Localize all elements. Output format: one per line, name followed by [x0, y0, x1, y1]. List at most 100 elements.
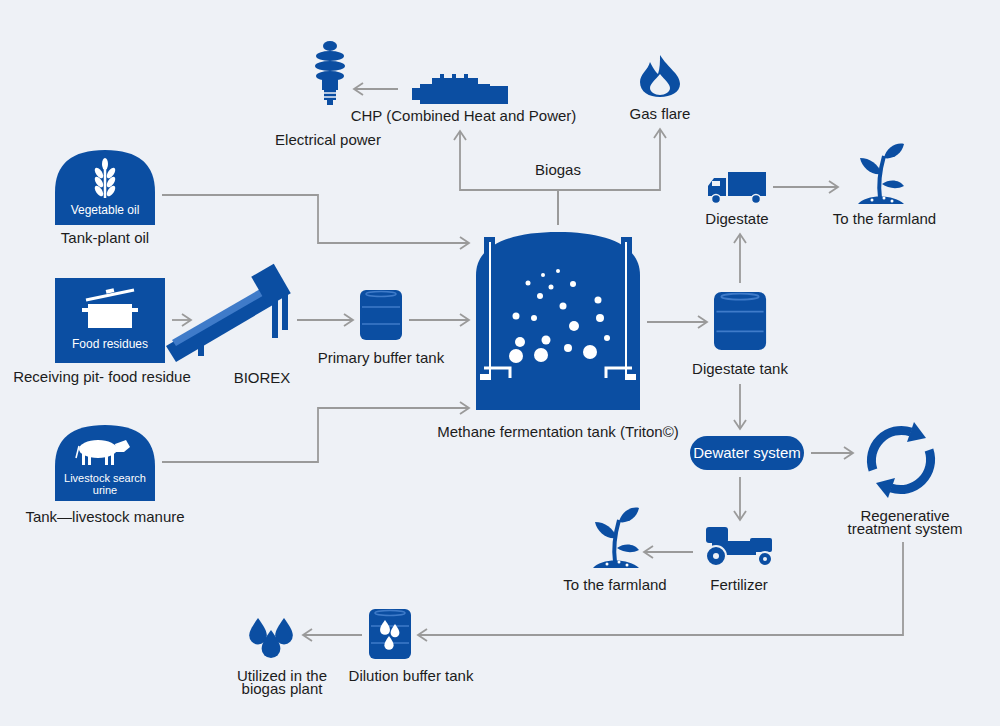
arrowhead	[829, 181, 838, 193]
flow-line	[811, 452, 853, 454]
icon-part	[490, 86, 508, 104]
flow-arrow	[734, 384, 746, 429]
caption: To the farmland	[563, 576, 666, 593]
icon-part	[102, 158, 108, 170]
icon-part	[509, 269, 610, 363]
process-icon-box: To the farmland	[845, 148, 910, 204]
flow-line	[162, 408, 469, 462]
icon-part	[490, 242, 626, 380]
flow-arrow	[734, 234, 746, 283]
process-icon-box: Digestate tank	[714, 290, 766, 350]
icon-part	[713, 553, 719, 559]
icon-part	[569, 321, 579, 331]
icon-part	[420, 84, 490, 104]
icon-part	[513, 313, 520, 320]
process-icon-box: Livestock search urineTank—livestock man…	[55, 425, 155, 501]
icon-part	[752, 195, 761, 204]
caption: Fertilizer	[710, 576, 768, 593]
icon-part	[384, 636, 393, 650]
icon-part	[324, 90, 336, 100]
flow-arrow	[647, 316, 707, 328]
plant-icon	[858, 144, 904, 204]
arrowhead	[644, 546, 653, 558]
arrowhead	[654, 129, 666, 138]
icon-part	[316, 51, 344, 61]
vegetable-oil-tank-icon	[55, 150, 155, 225]
flow-line	[303, 634, 362, 636]
icon-part	[583, 345, 597, 359]
icon-part	[324, 92, 336, 94]
icon-part	[198, 340, 204, 356]
process-icon-box: Regenerative treatment system	[860, 420, 942, 500]
icon-part	[323, 41, 337, 51]
caption: Methane fermentation tank (Triton©)	[437, 423, 678, 440]
caption: CHP (Combined Heat and Power)	[351, 107, 577, 124]
icon-part	[249, 618, 267, 644]
icon-part	[440, 74, 444, 80]
caption: Tank-plant oil	[61, 229, 149, 246]
icon-part	[534, 348, 548, 362]
icon-part	[272, 300, 278, 338]
caption: Utilized in the biogas plant	[226, 669, 338, 695]
icon-part	[369, 609, 411, 659]
icon-part	[750, 538, 772, 552]
caption: Regenerative treatment system	[835, 509, 975, 535]
process-icon-box: Fertilizer	[700, 527, 778, 567]
icon-part	[105, 184, 117, 197]
icon-part	[55, 425, 155, 501]
icon-part	[712, 195, 721, 204]
icon-part	[111, 452, 114, 465]
caption: Tank—livestock manure	[25, 508, 184, 525]
icon-part	[391, 624, 400, 637]
icon-label: Livestock search urine	[63, 472, 147, 496]
flow-arrow	[811, 447, 853, 459]
process-icon-box: Dilution buffer tank	[369, 609, 411, 660]
plant-icon	[593, 508, 639, 568]
flow-arrow	[162, 195, 469, 249]
flow-line	[460, 131, 558, 225]
icon-part	[595, 297, 602, 304]
icon-part	[570, 281, 576, 287]
process-icon-box: Food residuesReceiving pit- food residue	[55, 278, 165, 363]
flow-line	[418, 542, 903, 635]
process-icon-box: BIOREX	[198, 272, 290, 362]
arrowhead	[460, 314, 469, 326]
flow-arrow	[418, 542, 903, 641]
biorex-machine-icon	[166, 264, 291, 362]
icon-part	[509, 349, 523, 363]
icon-part	[380, 620, 390, 635]
icon-part	[708, 178, 726, 196]
arrowhead	[182, 314, 191, 326]
icon-part	[105, 175, 117, 188]
icon-part	[541, 273, 545, 277]
icon-part	[640, 55, 680, 97]
arrowhead	[844, 447, 853, 459]
process-icon-box: Electrical power	[313, 40, 347, 106]
icon-part	[88, 452, 91, 465]
icon-part	[907, 422, 926, 442]
icon-part	[728, 172, 766, 196]
icon-part	[650, 74, 670, 95]
process-icon-box: Digestate	[708, 172, 766, 202]
icon-part	[172, 288, 266, 346]
icon-part	[322, 80, 338, 90]
flow-line	[739, 234, 741, 283]
flow-arrow	[354, 83, 398, 95]
icon-part	[55, 150, 155, 225]
icon-part	[604, 335, 610, 341]
flow-arrow	[303, 629, 362, 641]
livestock-tank-icon	[55, 425, 155, 501]
arrowhead	[460, 402, 469, 414]
flow-arrow	[644, 546, 693, 558]
primary-buffer-tank-icon	[360, 290, 402, 340]
caption: BIOREX	[234, 369, 291, 386]
arrowhead	[303, 629, 312, 641]
flow-line	[739, 477, 741, 520]
icon-part	[763, 557, 767, 561]
flow-line	[739, 384, 741, 429]
arrowhead	[344, 314, 353, 326]
icon-part	[93, 175, 105, 188]
icon-part	[626, 374, 636, 380]
icon-part	[596, 314, 604, 322]
